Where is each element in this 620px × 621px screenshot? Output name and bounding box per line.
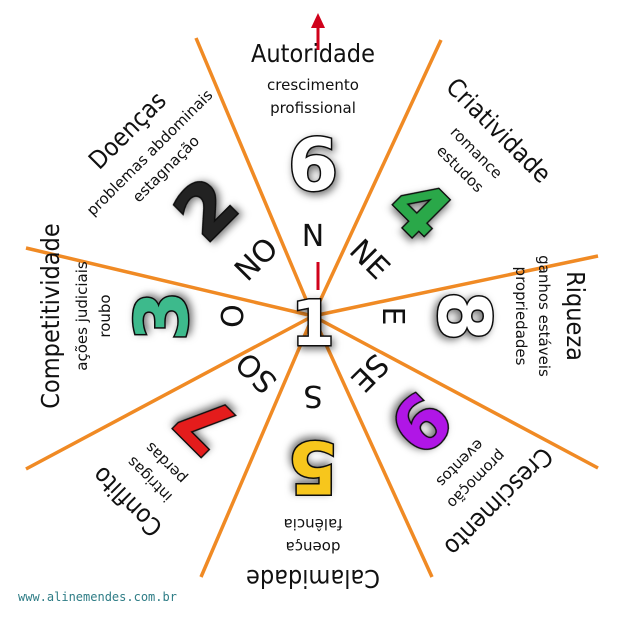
divider-line: [311, 39, 443, 317]
direction-label: SO: [229, 345, 284, 400]
divider-line: [311, 315, 434, 578]
center-number: 1: [291, 287, 334, 360]
sector-detail: profissional: [270, 99, 356, 117]
sector-detail: propriedades: [512, 267, 530, 366]
sector-number: 8: [422, 291, 506, 341]
north-arrow: [311, 13, 325, 290]
sector-detail: roubo: [96, 294, 114, 337]
direction-label: NO: [228, 231, 285, 288]
sector-number: 5: [288, 425, 338, 509]
direction-label: S: [303, 378, 322, 413]
sector-title: Competitividade: [36, 223, 65, 408]
sector-n: Autoridade crescimento profissional 6N: [251, 39, 375, 254]
divider-line: [199, 315, 315, 578]
sector-title: Riqueza: [561, 271, 590, 361]
sector-e: Riqueza ganhos estáveis propriedades 8E: [375, 255, 590, 377]
sector-number: 6: [288, 123, 338, 207]
direction-label: E: [375, 307, 410, 326]
sector-title: Calamidade: [246, 564, 380, 593]
direction-label: NE: [342, 233, 396, 287]
sector-s: Calamidade doença falência 5 S: [246, 378, 380, 593]
direction-label: N: [302, 219, 324, 254]
divider-line: [312, 314, 599, 470]
sector-detail: falência: [284, 515, 343, 533]
website-link[interactable]: www.alinemendes.com.br: [18, 590, 177, 604]
divider-line: [194, 37, 315, 317]
sector-detail: doença: [286, 538, 341, 556]
sector-title: Conflito: [86, 461, 168, 543]
divider-line: [25, 314, 314, 471]
sector-number: 3: [120, 291, 204, 341]
north-arrow-head: [311, 13, 325, 28]
sector-detail: ganhos estáveis: [535, 255, 553, 377]
sector-detail: ações judiciais: [73, 261, 91, 371]
sector-dividers: [25, 37, 599, 578]
sector-title: Autoridade: [251, 39, 375, 68]
divider-line: [312, 254, 599, 318]
sector-number: 2: [159, 162, 254, 257]
sector-detail: crescimento: [267, 76, 359, 94]
divider-line: [25, 246, 314, 318]
direction-label: O: [216, 304, 251, 328]
sector-number: 4: [372, 162, 467, 257]
